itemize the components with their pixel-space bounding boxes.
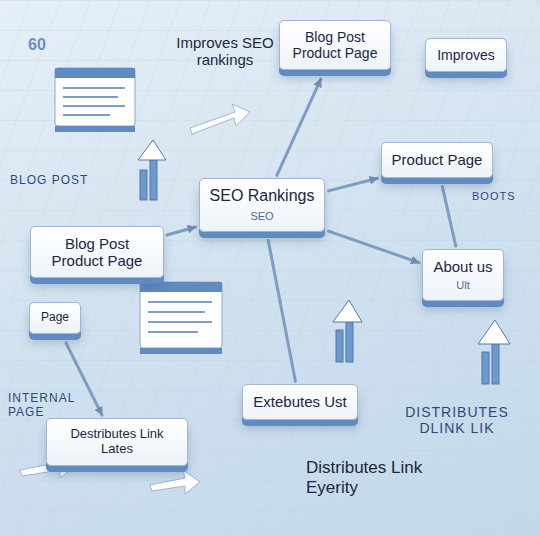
- box-title: Blog Post Product Page: [290, 29, 380, 61]
- box-title: Product Page: [392, 151, 483, 168]
- process-box: Product Page: [381, 142, 494, 177]
- process-box: Improves: [425, 38, 507, 72]
- floating-label: DISTRIBUTES DLINK LIK: [392, 404, 522, 436]
- floating-label: Distributes Link Eyerity: [306, 458, 476, 497]
- box-title: Extebutes Ust: [253, 393, 346, 410]
- flow-arrow-icon: [20, 104, 250, 494]
- box-title: Page: [40, 311, 70, 325]
- box-subtext: SEO: [210, 210, 315, 223]
- box-title: Improves: [436, 47, 496, 63]
- connector-arrow: [277, 79, 321, 175]
- connector-arrow: [442, 187, 455, 246]
- growth-bar-icon: [138, 140, 166, 200]
- browser-window-icon: [55, 68, 135, 132]
- process-box: Blog Post Product Page: [279, 20, 391, 70]
- floating-label: 60: [28, 36, 68, 54]
- browser-window-icon: [140, 282, 222, 354]
- box-title: About us: [433, 258, 493, 275]
- process-box: Blog Post Product Page: [30, 226, 164, 279]
- process-box: SEO RankingsSEO: [199, 178, 326, 231]
- floating-label: BOOTS: [472, 190, 532, 203]
- process-box: About us Ult: [422, 249, 504, 301]
- box-title: SEO Rankings: [210, 187, 315, 205]
- process-box: Page: [29, 302, 81, 334]
- box-title: Blog Post Product Page: [41, 235, 153, 270]
- process-box: Extebutes Ust: [242, 384, 357, 419]
- floating-label: INTERNAL PAGE: [8, 392, 88, 420]
- connector-arrow: [328, 178, 377, 191]
- floating-label: BLOG POST: [10, 174, 100, 188]
- box-subtext: Ult: [433, 279, 493, 292]
- connector-arrow: [167, 227, 196, 235]
- growth-bar-icon: [478, 320, 510, 384]
- growth-bar-icon: [333, 300, 362, 362]
- box-title: Destributes Link Lates: [57, 427, 177, 457]
- connector-arrow: [328, 231, 419, 263]
- floating-label: Improves SEO rankings: [160, 34, 290, 69]
- connector-arrow: [268, 241, 295, 382]
- process-box: Destributes Link Lates: [46, 418, 188, 466]
